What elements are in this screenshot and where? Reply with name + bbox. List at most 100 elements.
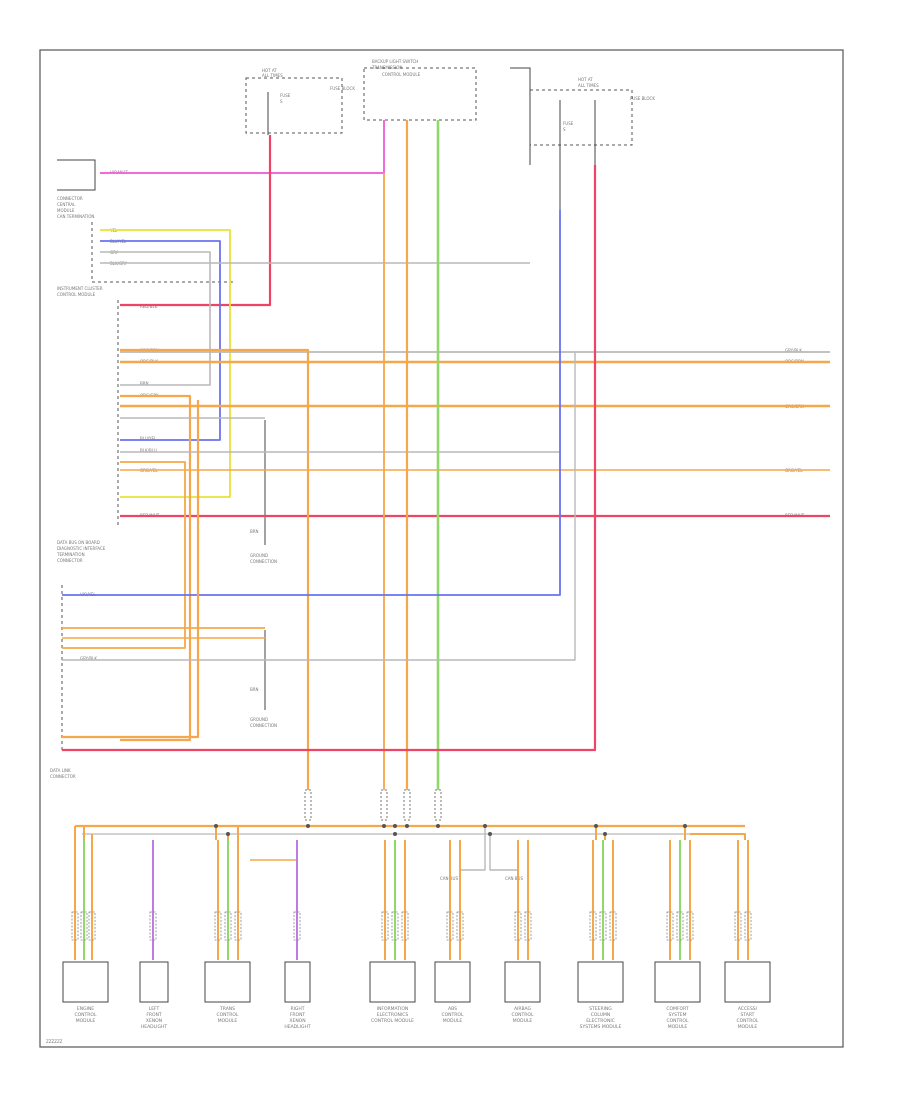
module-connector [599, 911, 607, 941]
module-caption: XENON [146, 1018, 162, 1024]
left-module-4-line: CONNECTOR [50, 774, 76, 779]
top-module-3-fuse: FUSE [563, 121, 574, 126]
splice-point [405, 824, 409, 828]
top-module-3-fuse-note: FUSE BLOCK [630, 96, 655, 101]
splice-point [306, 824, 310, 828]
module-connector [214, 911, 222, 941]
splice-point [603, 832, 607, 836]
left-module-2-title: INSTRUMENT CLUSTER [57, 286, 103, 291]
ground-1-line: GROUND [250, 553, 268, 558]
left-module-2: INSTRUMENT CLUSTER CONTROL MODULE [57, 286, 119, 525]
module-connector [514, 911, 522, 941]
module-caption: AIRBAG [514, 1006, 532, 1012]
module-connector [88, 911, 96, 941]
module-connector [666, 911, 674, 941]
module-caption: CONTROL [75, 1012, 97, 1018]
wire-label: BLK/BLU [140, 448, 157, 453]
top-module-1-subtitle: ALL TIMES [262, 73, 283, 78]
wire-label: GRY/BLK [80, 656, 97, 661]
top-module-1-fuse-note: FUSE BLOCK [330, 86, 355, 91]
module-connector [734, 911, 742, 941]
splice-label-right: CAN BUS [505, 876, 523, 881]
top-module-2: BACKUP LIGHT SWITCH TRANSMISSION CONTROL… [363, 59, 477, 121]
left-module-3-line: DIAGNOSTIC INTERFACE [57, 546, 106, 551]
splice-point [214, 824, 218, 828]
module-caption: SYSTEMS MODULE [580, 1024, 622, 1030]
module-box [284, 961, 311, 1003]
wire-org-brn [120, 348, 310, 790]
splice-point [488, 832, 492, 836]
module-caption: CONTROL [217, 1012, 239, 1018]
module-caption: ELECTRONIC [586, 1018, 615, 1024]
left-module-1-title: CONNECTOR [57, 196, 83, 201]
right-edge-label: GRY/BLK [785, 348, 802, 353]
ground-2: BRN GROUND CONNECTION [250, 630, 277, 728]
left-module-1: CONNECTOR CENTRAL MODULE CAN TERMINATION [57, 159, 235, 283]
top-module-3-fuse-num: S [563, 127, 566, 132]
module-caption: XENON [289, 1018, 305, 1024]
module-connector [80, 911, 88, 941]
left-module-3: DATA BUS ON BOARD DIAGNOSTIC INTERFACE T… [56, 540, 106, 563]
top-module-1-fuse: FUSE [280, 93, 291, 98]
left-module-1-line: MODULE [57, 208, 75, 213]
top-module-3: HOT AT ALL TIMES FUSE S FUSE BLOCK [510, 67, 655, 210]
module-caption: SYSTEM [669, 1012, 687, 1018]
splice-point [226, 832, 230, 836]
ground-1: BRN GROUND CONNECTION [250, 420, 277, 564]
top-module-2-note: CONTROL MODULE [382, 72, 421, 77]
left-module-3-title: DATA BUS ON BOARD [57, 540, 100, 545]
module-caption: COLUMN [591, 1012, 611, 1018]
module-caption: LEFT [149, 1006, 160, 1012]
module-caption: HEADLIGHT [284, 1024, 310, 1030]
left-module-4-title: DATA LINK [50, 768, 71, 773]
module-caption: CONTROL [737, 1018, 759, 1024]
top-module-2-subtitle: TRANSMISSION [371, 65, 402, 70]
module-box [204, 961, 251, 1003]
module-connector [589, 911, 597, 941]
top-module-3-title: HOT AT [578, 77, 593, 82]
module-connector [149, 911, 157, 941]
left-module-1-line: CENTRAL [57, 202, 76, 207]
feed-drop [74, 826, 93, 840]
splice-point [382, 824, 386, 828]
wire-vio-wht [100, 120, 385, 174]
module-box [139, 961, 169, 1003]
left-module-3-line: CONNECTOR [57, 558, 83, 563]
module-connector [224, 911, 232, 941]
wire-label: BLU/YEL [140, 436, 157, 441]
wire-red-vert [62, 165, 597, 752]
module-caption: ACCESS/ [738, 1006, 758, 1012]
wire-label: RED/BLK [140, 304, 158, 309]
inline-connector [434, 789, 442, 821]
module-box [434, 961, 471, 1003]
module-connector [293, 911, 301, 941]
module-box [62, 961, 109, 1003]
ground-1-line: CONNECTION [250, 559, 277, 564]
wire-blu-yel [100, 240, 221, 441]
splice-point [393, 824, 397, 828]
module-caption: MODULE [668, 1024, 688, 1030]
ground-2-label: BRN [250, 687, 259, 692]
top-module-3-subtitle: ALL TIMES [578, 83, 599, 88]
right-edge-labels: GRY/BLK ORG/BRN ORG/BRN ORG/YEL RED/WHT [785, 348, 805, 518]
module-caption: FRONT [290, 1012, 306, 1018]
module-box [577, 961, 624, 1003]
splice-point [436, 824, 440, 828]
module-connector [391, 911, 399, 941]
left-module-4: DATA LINK CONNECTOR [50, 585, 76, 779]
module-caption: COMFORT [666, 1006, 688, 1012]
ground-2-line: GROUND [250, 717, 268, 722]
module-box [724, 961, 771, 1003]
footer-code: ZZZZZZ [46, 1039, 63, 1044]
inline-connector [403, 789, 411, 821]
module-caption: CONTROL [512, 1012, 534, 1018]
module-connector [456, 911, 464, 941]
module-box [654, 961, 701, 1003]
